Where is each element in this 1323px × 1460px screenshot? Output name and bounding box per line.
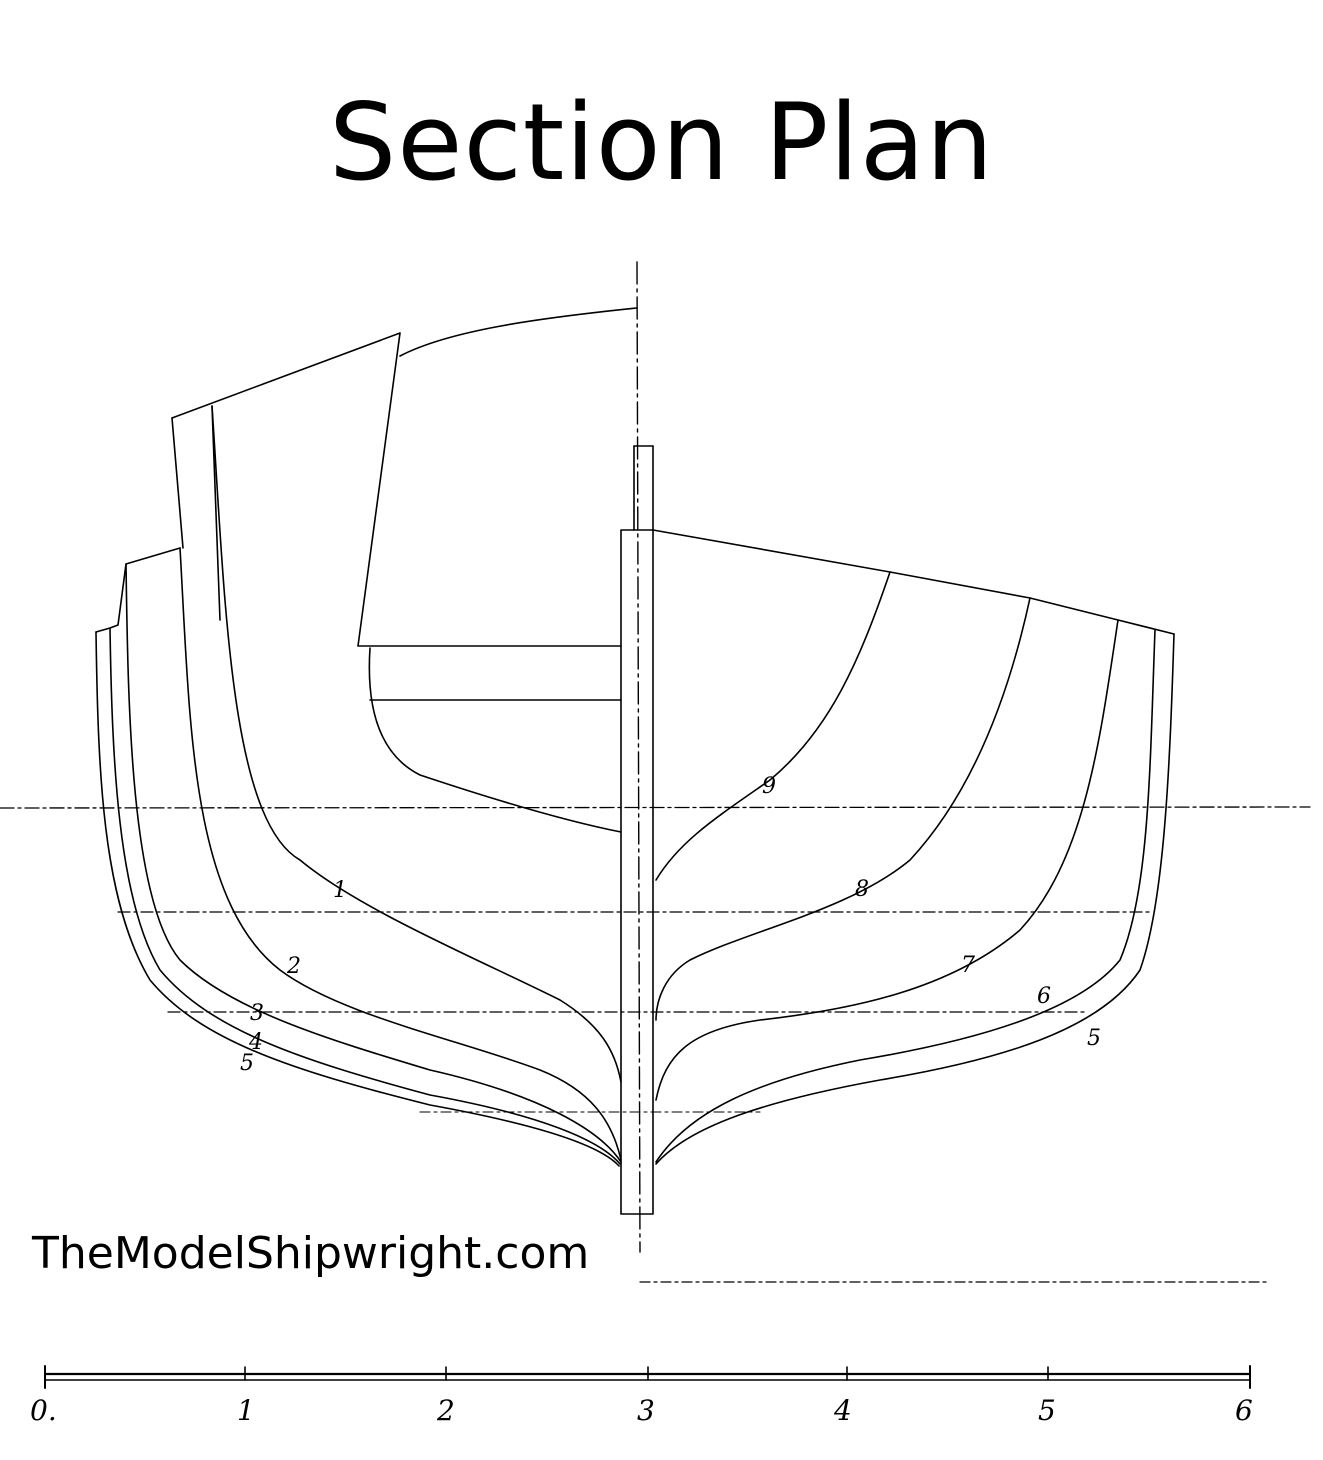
page-title: Section Plan [328, 81, 995, 204]
station-line-7 [655, 619, 1119, 1101]
station-label-fore: 8 [855, 877, 869, 902]
station-label-fore: 5 [1087, 1026, 1101, 1051]
station-label-aft: 3 [250, 1001, 264, 1026]
scale-label: 3 [637, 1394, 655, 1427]
stern-post-side [171, 417, 184, 549]
station-line-8 [655, 597, 1031, 1021]
station-line-9 [655, 571, 891, 881]
stern-inner-line [211, 405, 221, 621]
scale-label: 5 [1038, 1394, 1056, 1427]
station-line-5-aft [95, 631, 620, 1167]
center-line [636, 261, 641, 1253]
keel-post [620, 529, 654, 1215]
station-label-aft: 2 [286, 954, 301, 979]
station-line-4 [109, 627, 621, 1165]
sheer-line-fore [652, 529, 1175, 635]
station-label-aft: 1 [333, 878, 347, 903]
waterline-load [0, 806, 1311, 809]
station-label-fore: 9 [762, 774, 776, 799]
transom-outline [171, 332, 622, 647]
station-label-aft: 5 [240, 1051, 254, 1076]
station-line-6 [655, 629, 1156, 1163]
scale-label: 2 [436, 1394, 455, 1427]
sheer-curve-aft [399, 307, 638, 357]
station-label-fore: 6 [1037, 984, 1051, 1009]
station-label-aft: 4 [248, 1030, 263, 1055]
station-line-5-fore [655, 633, 1175, 1165]
station-line-2 [179, 547, 622, 1161]
scale-label: 1 [237, 1394, 255, 1427]
station-line-3 [125, 563, 622, 1163]
stern-steps [95, 547, 181, 633]
watermark-text: TheModelShipwright.com [32, 1226, 596, 1282]
station-line-1 [211, 405, 622, 1083]
stern-counter [368, 647, 622, 833]
station-label-fore: 7 [961, 953, 975, 978]
scale-label: 6 [1235, 1394, 1253, 1427]
scale-label: 0. [30, 1394, 57, 1427]
scale-label: 4 [833, 1394, 852, 1427]
